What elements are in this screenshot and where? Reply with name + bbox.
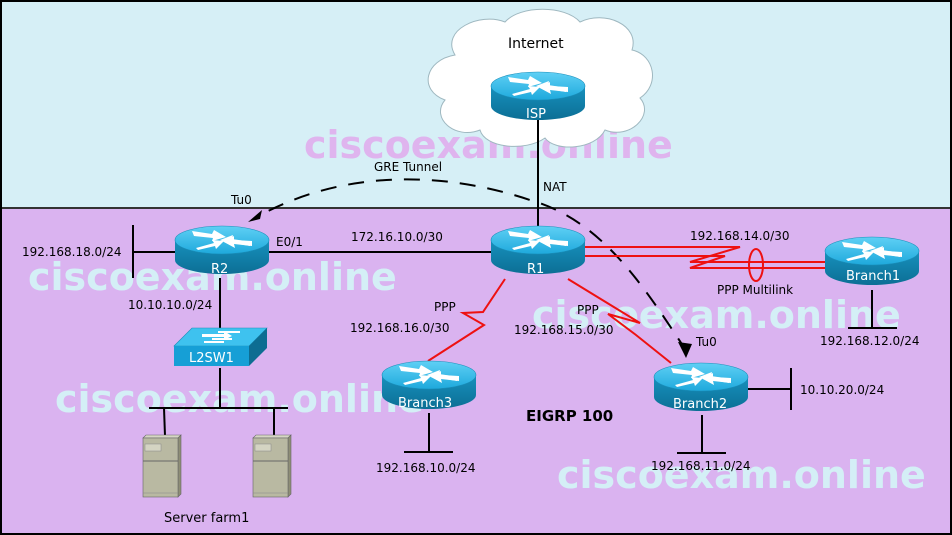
watermark: ciscoexam.online — [55, 377, 424, 421]
server-icon — [252, 434, 292, 498]
tunnel-arrow-r2 — [248, 210, 262, 222]
router-icon-r1 — [490, 225, 586, 274]
r1-branch3-ppp-label: PPP — [434, 300, 456, 314]
router-icon-branch1 — [824, 236, 920, 285]
r2-e01-label: E0/1 — [276, 235, 303, 249]
router-label-isp: ISP — [526, 107, 546, 122]
server-icon — [142, 434, 182, 498]
router-label-r2: R2 — [211, 262, 228, 277]
switch-icon — [173, 327, 268, 366]
branch2-lan-a-label: 10.10.20.0/24 — [800, 383, 884, 397]
cloud-label: Internet — [508, 36, 564, 52]
nat-label: NAT — [543, 180, 567, 194]
branch2-lan-b-label: 192.168.11.0/24 — [651, 459, 750, 473]
r1-branch2-net-label: 192.168.15.0/30 — [514, 323, 613, 337]
r1-r2-net-label: 172.16.10.0/30 — [351, 230, 443, 244]
router-label-branch3: Branch3 — [398, 396, 452, 411]
ppp-multilink-label: PPP Multilink — [717, 283, 793, 297]
router-label-branch2: Branch2 — [673, 397, 727, 412]
r1-branch3-net-label: 192.168.16.0/30 — [350, 321, 449, 335]
branch1-lan-label: 192.168.12.0/24 — [820, 334, 919, 348]
router-icon-branch2 — [653, 362, 749, 411]
switch-label: L2SW1 — [189, 351, 234, 366]
r2-switch-net-label: 10.10.10.0/24 — [128, 298, 212, 312]
branch3-lan-label: 192.168.10.0/24 — [376, 461, 475, 475]
r2-lan-label: 192.168.18.0/24 — [22, 245, 121, 259]
tunnel-arrow-branch2 — [678, 342, 692, 358]
gre-tunnel-path — [254, 178, 688, 353]
r1-branch1-net-label: 192.168.14.0/30 — [690, 229, 789, 243]
router-icon-branch3 — [381, 360, 477, 409]
r2-tu0-label: Tu0 — [230, 193, 252, 207]
watermark: ciscoexam.online — [532, 293, 901, 337]
server-farm-label: Server farm1 — [164, 511, 249, 526]
router-icon-r2 — [174, 225, 270, 274]
branch2-tu0-label: Tu0 — [695, 335, 717, 349]
r1-branch1-multilink — [582, 246, 830, 282]
router-icon-isp — [490, 71, 586, 120]
eigrp-label: EIGRP 100 — [526, 407, 613, 425]
r1-branch2-link — [567, 278, 672, 364]
r1-branch2-ppp-label: PPP — [577, 303, 599, 317]
router-label-branch1: Branch1 — [846, 269, 900, 284]
gre-tunnel-label: GRE Tunnel — [374, 160, 442, 174]
r1-branch3-link — [427, 278, 506, 362]
watermark: ciscoexam.online — [557, 453, 926, 497]
server1-link — [163, 407, 166, 437]
router-label-r1: R1 — [527, 262, 544, 277]
